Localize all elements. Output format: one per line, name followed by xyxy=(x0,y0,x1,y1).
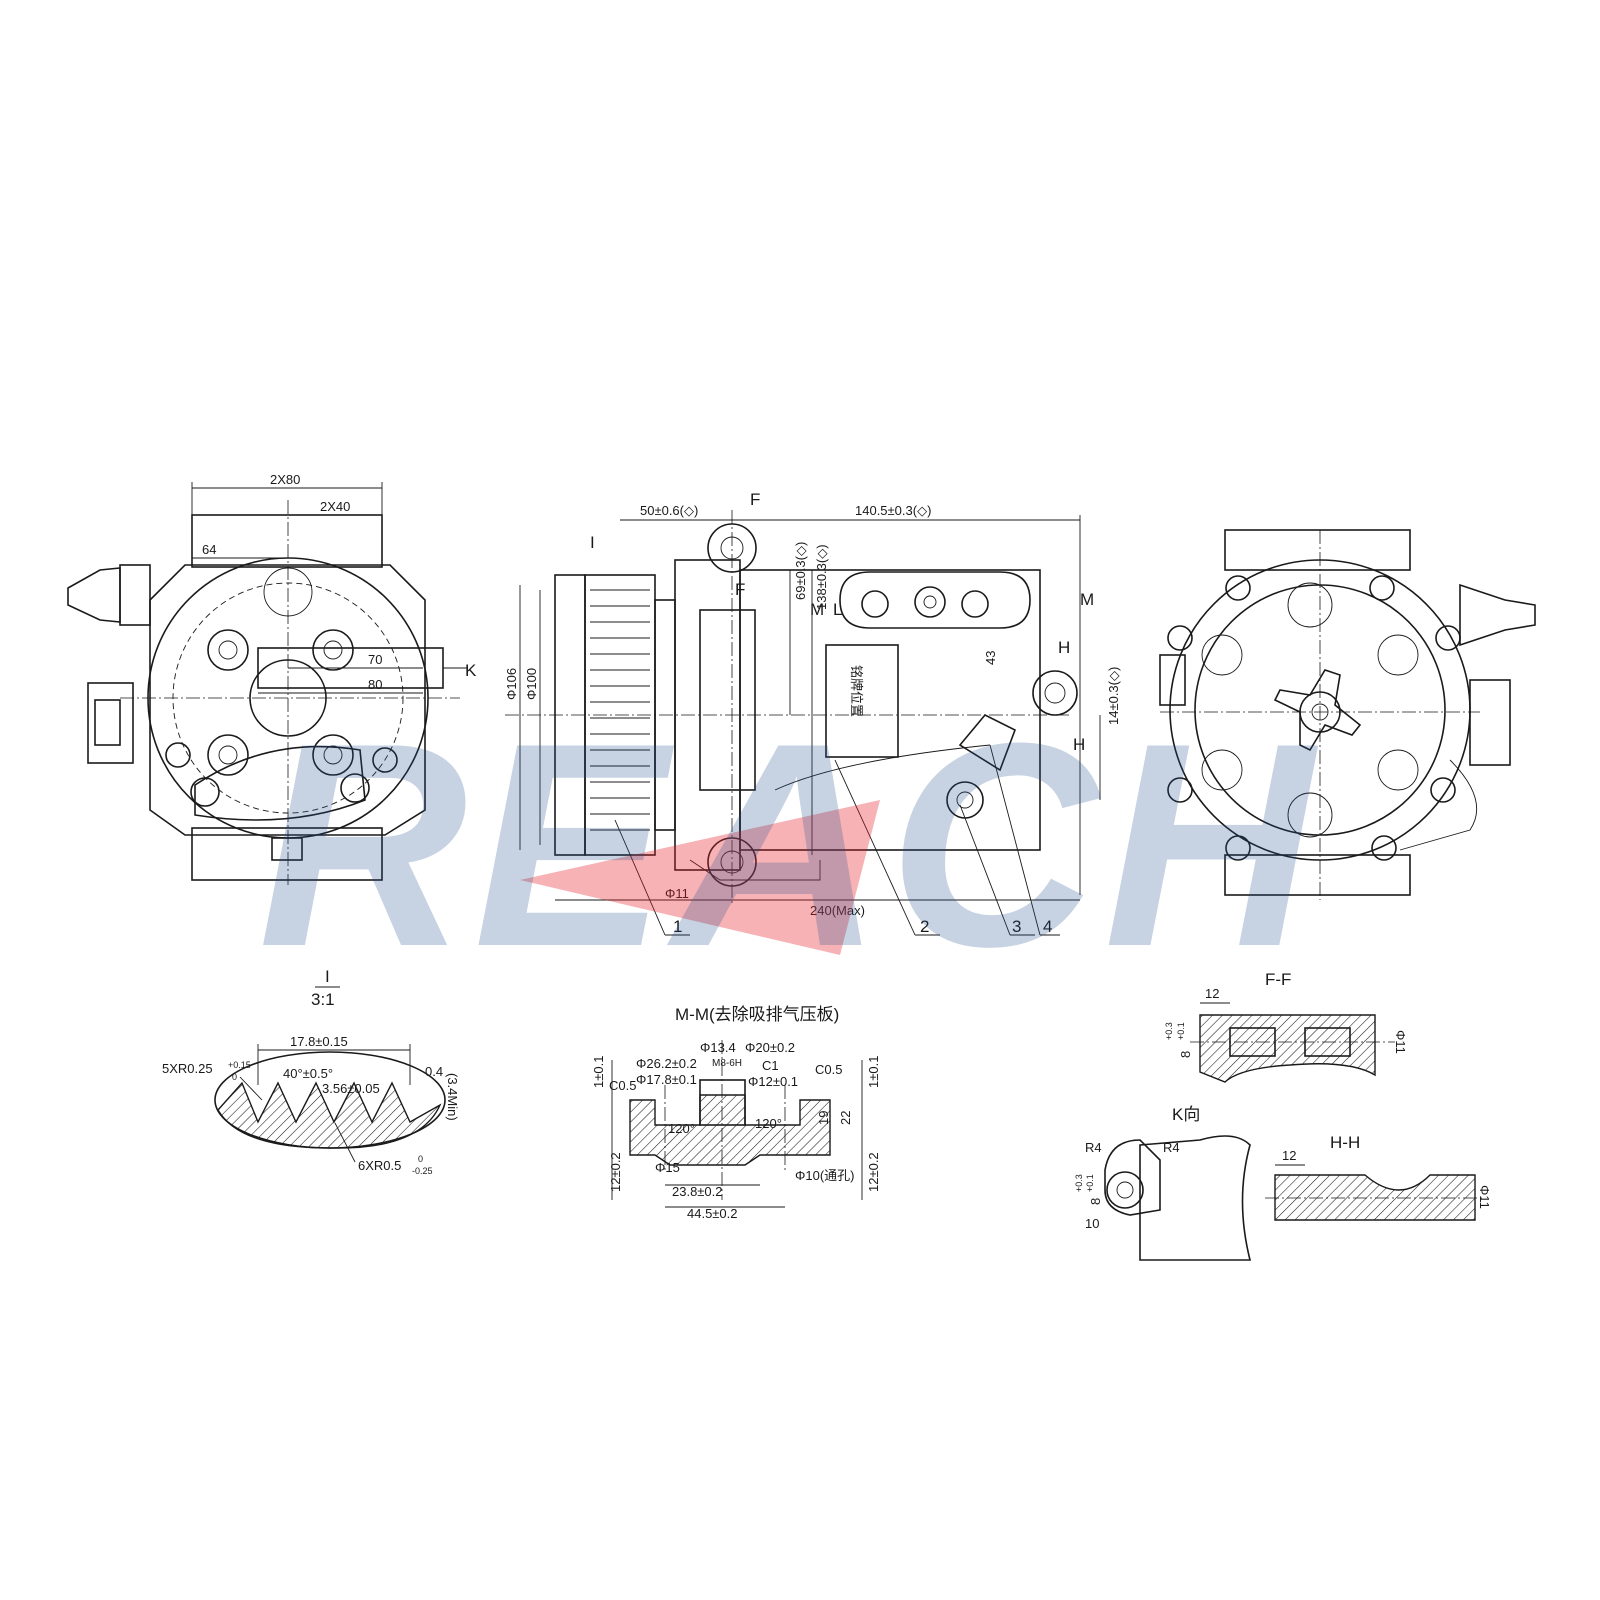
dim-r4-left: R4 xyxy=(1085,1140,1102,1155)
section-hh-title: H-H xyxy=(1330,1133,1360,1152)
dim-dia-20: Φ20±0.2 xyxy=(745,1040,795,1055)
dim-c1: C1 xyxy=(762,1058,779,1073)
dim-pitch: 3.56±0.05 xyxy=(322,1081,380,1096)
marker-l: L xyxy=(833,600,842,619)
dim-43: 43 xyxy=(983,651,998,665)
dim-angle-right: 120° xyxy=(755,1116,782,1131)
dim-dia-13-4: Φ13.4 xyxy=(700,1040,736,1055)
dim-10-k: 10 xyxy=(1085,1216,1099,1231)
tol-up-ff: +0.3 xyxy=(1164,1022,1174,1040)
dim-80: 80 xyxy=(368,677,382,692)
view-marker-k: K xyxy=(465,661,477,680)
dim-70: 70 xyxy=(368,652,382,667)
dim-dia-15: Φ15 xyxy=(655,1160,680,1175)
tol-up-k: +0.3 xyxy=(1074,1174,1084,1192)
dim-0-4: 0.4 xyxy=(425,1064,443,1079)
marker-h-lower: H xyxy=(1073,735,1085,754)
marker-f: F xyxy=(750,490,760,509)
dim-138: 138±0.3(◇) xyxy=(814,544,829,610)
dim-8-ff: 8 xyxy=(1178,1051,1193,1058)
dim-23-8: 23.8±0.2 xyxy=(672,1184,723,1199)
dim-14: 14±0.3(◇) xyxy=(1106,667,1121,725)
dim-dia-11-hh: Φ11 xyxy=(1477,1185,1492,1209)
dim-140-5: 140.5±0.3(◇) xyxy=(855,503,931,518)
section-mm-title: M-M(去除吸排气压板) xyxy=(675,1005,839,1024)
tol-dn-k: +0.1 xyxy=(1085,1174,1095,1192)
tol-r025-up: +0.15 xyxy=(228,1060,251,1070)
dim-12-hh: 12 xyxy=(1282,1148,1296,1163)
section-ff-title: F-F xyxy=(1265,970,1291,989)
dim-6xr05: 6XR0.5 xyxy=(358,1158,401,1173)
dim-50: 50±0.6(◇) xyxy=(640,503,698,518)
nameplate-label: 铭牌位置 xyxy=(849,665,864,717)
dim-2x40: 2X40 xyxy=(320,499,350,514)
dim-1-right: 1±0.1 xyxy=(866,1056,881,1088)
detail-i: I 3:1 17.8±0.15 5XR0.25 +0.15 0 40°±0.5°… xyxy=(162,967,460,1176)
callout-1: 1 xyxy=(673,917,682,936)
dim-dia-10: Φ10(通孔) xyxy=(795,1168,855,1183)
detail-i-title: I xyxy=(325,967,330,986)
view-k: K向 R4 R4 8 +0.3 +0.1 10 xyxy=(1074,1105,1252,1261)
dim-5xr025: 5XR0.25 xyxy=(162,1061,213,1076)
detail-i-scale: 3:1 xyxy=(311,990,335,1009)
dim-angle: 40°±0.5° xyxy=(283,1066,333,1081)
dim-64: 64 xyxy=(202,542,216,557)
dim-2x80: 2X80 xyxy=(270,472,300,487)
dim-12-left: 12±0.2 xyxy=(608,1152,623,1192)
dim-19: 19 xyxy=(816,1111,831,1125)
right-rear-view xyxy=(1159,529,1536,900)
dim-22: 22 xyxy=(838,1111,853,1125)
callout-3: 3 xyxy=(1012,917,1021,936)
callout-2: 2 xyxy=(920,917,929,936)
dim-dia-12: Φ12±0.1 xyxy=(748,1074,798,1089)
side-view: 铭牌位置 50±0.6(◇) 140.5±0.3(◇) 69±0.3(◇) 13… xyxy=(504,490,1121,936)
dim-angle-left: 120° xyxy=(668,1121,695,1136)
marker-i: I xyxy=(590,533,595,552)
dim-c05-right: C0.5 xyxy=(815,1062,842,1077)
dim-240-max: 240(Max) xyxy=(810,903,865,918)
marker-m: M xyxy=(810,600,824,619)
dim-c05-left: C0.5 xyxy=(609,1078,636,1093)
tol-r05-dn: -0.25 xyxy=(412,1166,433,1176)
left-front-view: 2X80 2X40 64 70 80 K xyxy=(67,472,477,885)
dim-69: 69±0.3(◇) xyxy=(793,542,808,600)
dim-12-right: 12±0.2 xyxy=(866,1152,881,1192)
dim-dia-106: Φ106 xyxy=(504,668,519,700)
watermark-text: REACH xyxy=(258,683,1321,1007)
rear-bolts xyxy=(1167,575,1461,861)
section-ff: F-F 12 8 +0.3 +0.1 Φ11 xyxy=(1164,970,1408,1083)
dim-dia-100: Φ100 xyxy=(524,668,539,700)
dim-44-5: 44.5±0.2 xyxy=(687,1206,738,1221)
dim-8-k: 8 xyxy=(1088,1198,1103,1205)
dim-dia-17-8: Φ17.8±0.1 xyxy=(636,1072,697,1087)
tol-dn-ff: +0.1 xyxy=(1176,1022,1186,1040)
marker-h: H xyxy=(1058,638,1070,657)
dim-depth: (3.4Min) xyxy=(445,1073,460,1121)
dim-17-8: 17.8±0.15 xyxy=(290,1034,348,1049)
marker-f-lower: F xyxy=(735,580,745,599)
dim-dia-11: Φ11 xyxy=(665,886,689,901)
dim-dia-11-ff: Φ11 xyxy=(1393,1030,1408,1054)
dim-m8: M8-6H xyxy=(712,1058,742,1069)
tol-r025-dn: 0 xyxy=(232,1072,237,1082)
watermark-logo: REACH xyxy=(258,683,1321,1007)
pulley-grooves xyxy=(590,589,650,831)
callout-4: 4 xyxy=(1043,917,1052,936)
view-k-title: K向 xyxy=(1172,1105,1200,1124)
dim-dia-26-2: Φ26.2±0.2 xyxy=(636,1056,697,1071)
dim-12-ff: 12 xyxy=(1205,986,1219,1001)
tol-r05-up: 0 xyxy=(418,1154,423,1164)
dim-r4-right: R4 xyxy=(1163,1140,1180,1155)
section-mm: M-M(去除吸排气压板) Φ26.2±0.2 Φ17.8±0.1 Φ13.4 M… xyxy=(591,1005,881,1221)
dim-1-left: 1±0.1 xyxy=(591,1056,606,1088)
section-hh: H-H 12 Φ11 xyxy=(1265,1133,1492,1221)
marker-m-right: M xyxy=(1080,590,1094,609)
bolt-group xyxy=(165,629,398,776)
